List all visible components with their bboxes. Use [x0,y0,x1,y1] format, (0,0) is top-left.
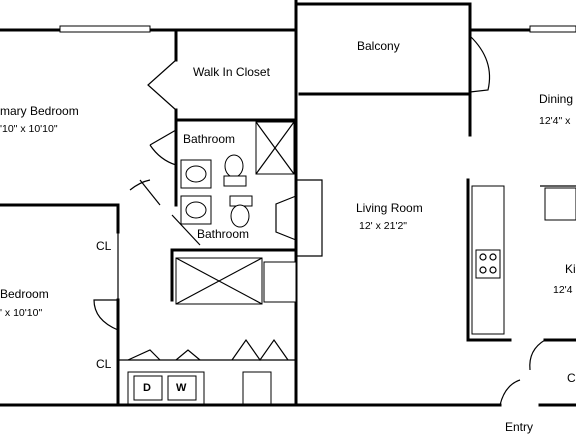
walk-in-closet-label: Walk In Closet [193,65,270,79]
dining-label: Dining [539,92,574,106]
bathroom-1-label: Bathroom [183,132,236,146]
balcony-label: Balcony [357,39,400,53]
primary-bedroom-label: mary Bedroom [0,104,79,118]
fixtures [118,121,576,405]
entry-label: Entry [505,420,534,434]
windows [59,25,576,33]
dryer-label: D [143,382,151,394]
primary-bedroom-dims: '10" x 10'10" [0,123,58,135]
living-room-dims: 12' x 21'2" [359,220,408,232]
closet-3-label: C [567,371,576,385]
living-room-label: Living Room [356,201,423,215]
closet-2-label: CL [96,357,112,371]
kitchen-label: Ki [565,262,576,276]
bathroom-2-label: Bathroom [197,227,250,241]
walls [0,0,576,407]
dining-dims: 12'4" x [539,115,571,127]
bedroom-2-label: Bedroom [0,287,49,301]
kitchen-dims: 12'4 [553,284,573,296]
closet-1-label: CL [96,239,112,253]
doors [93,35,546,406]
bedroom-2-dims: ' x 10'10" [0,307,43,319]
washer-label: W [176,382,187,394]
